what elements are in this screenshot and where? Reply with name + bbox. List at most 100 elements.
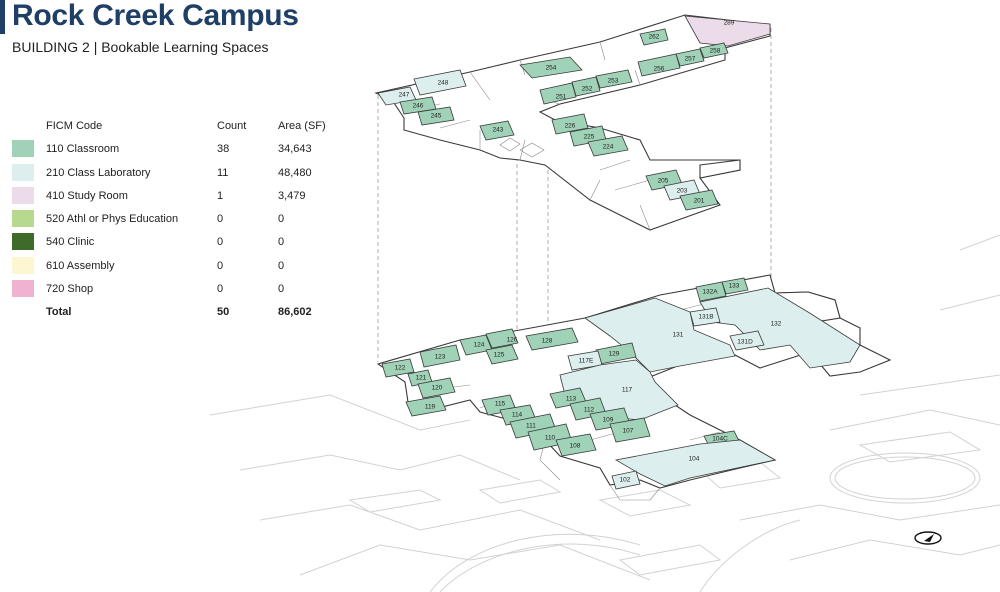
room-111-label: 111	[526, 423, 536, 430]
floor-1-rooms: 133 132A 132 131B 131 131D 128 126 124 1…	[381, 277, 861, 490]
room-132A-label: 132A	[702, 289, 718, 296]
room-248-label: 248	[438, 80, 449, 87]
legend-swatch	[12, 210, 34, 228]
legend-col-count: Count	[217, 120, 247, 132]
legend-swatch	[12, 186, 34, 204]
legend-row: 610 Assembly 0 0	[12, 256, 342, 280]
room-131D	[729, 330, 765, 351]
legend-row-area: 48,480	[278, 166, 312, 179]
campus-background-lines	[209, 234, 1000, 592]
legend-swatch	[12, 140, 34, 158]
legend-row-area: 0	[278, 259, 285, 272]
legend-total-count: 50	[217, 306, 230, 319]
room-224	[587, 135, 629, 157]
room-224-label: 224	[603, 144, 614, 151]
legend-row-count: 0	[217, 259, 224, 272]
room-258	[699, 42, 729, 59]
floor-alignment-lines	[377, 28, 772, 362]
room-125	[485, 344, 519, 365]
room-254-label: 254	[546, 65, 557, 72]
room-104-label: 104	[689, 456, 700, 463]
room-248	[413, 69, 467, 96]
room-113-label: 113	[566, 396, 577, 403]
room-131D-label: 131D	[737, 339, 753, 346]
legend-row-code: 520 Athl or Phys Education	[46, 213, 179, 226]
legend-row-count: 11	[217, 166, 229, 179]
legend-row-count: 1	[217, 189, 224, 202]
room-129-label: 129	[609, 351, 620, 358]
room-107-label: 107	[623, 428, 634, 435]
room-128-label: 128	[542, 338, 553, 345]
room-132	[699, 287, 861, 369]
room-131B	[689, 307, 721, 327]
legend-row-code: 540 Clinic	[46, 236, 95, 249]
room-258-label: 258	[710, 48, 721, 55]
page-title: Rock Creek Campus	[12, 0, 299, 32]
room-247-label: 247	[399, 92, 410, 99]
room-133-label: 133	[729, 283, 740, 290]
room-289	[684, 15, 771, 47]
room-253	[595, 69, 633, 89]
room-243	[479, 120, 515, 141]
room-132A	[695, 281, 727, 302]
room-119-label: 119	[425, 404, 436, 411]
room-256-label: 256	[654, 66, 665, 73]
room-289-label: 289	[724, 20, 735, 27]
room-120	[417, 377, 456, 399]
legend-row-count: 0	[217, 283, 224, 296]
floor-2-rooms: 289 262 258 257 256 254 253 252 251 248 …	[377, 15, 771, 211]
room-110-label: 110	[545, 435, 556, 442]
room-246-label: 246	[413, 103, 424, 110]
legend-swatch	[12, 256, 34, 274]
legend-total-row: Total 50 86,602	[12, 303, 342, 326]
legend-swatch	[12, 233, 34, 251]
room-257-label: 257	[685, 56, 696, 63]
room-121-label: 121	[416, 375, 427, 382]
legend-swatch	[12, 280, 34, 298]
room-124-label: 124	[474, 342, 485, 349]
room-226	[551, 113, 589, 135]
room-126-label: 126	[507, 337, 518, 344]
room-108	[555, 433, 597, 457]
legend-col-code: FICM Code	[46, 120, 103, 132]
room-205-label: 205	[658, 178, 669, 185]
legend-row-area: 0	[278, 236, 285, 249]
room-226-label: 226	[565, 123, 576, 130]
legend-header: FICM Code Count Area (SF)	[12, 117, 342, 140]
room-254	[519, 56, 583, 79]
room-262	[639, 28, 669, 46]
legend-row-area: 3,479	[278, 189, 306, 202]
legend-row-code: 610 Assembly	[46, 259, 115, 272]
room-117-label: 117	[622, 387, 633, 394]
room-102-label: 102	[620, 477, 631, 484]
legend-row-area: 0	[278, 213, 285, 226]
room-115-label: 115	[495, 401, 506, 408]
room-122	[381, 358, 415, 378]
legend-row-code: 210 Class Laboratory	[46, 166, 151, 179]
room-201	[679, 189, 719, 211]
legend-row-code: 720 Shop	[46, 283, 94, 296]
legend-total-label: Total	[46, 306, 72, 319]
room-128	[525, 327, 579, 351]
room-225-label: 225	[584, 134, 595, 141]
room-123	[419, 344, 461, 368]
room-252-label: 252	[582, 86, 593, 93]
room-131-label: 131	[673, 332, 684, 339]
room-120-label: 120	[432, 385, 443, 392]
room-102	[611, 470, 641, 490]
room-104C-label: 104C	[712, 436, 728, 443]
room-201-label: 201	[694, 198, 705, 205]
room-253-label: 253	[608, 78, 619, 85]
room-108-label: 108	[570, 443, 581, 450]
room-251-label: 251	[556, 94, 567, 101]
room-125-label: 125	[494, 352, 505, 359]
legend-row-count: 0	[217, 213, 224, 226]
legend-row: 520 Athl or Phys Education 0 0	[12, 210, 342, 233]
room-245-label: 245	[431, 113, 442, 120]
